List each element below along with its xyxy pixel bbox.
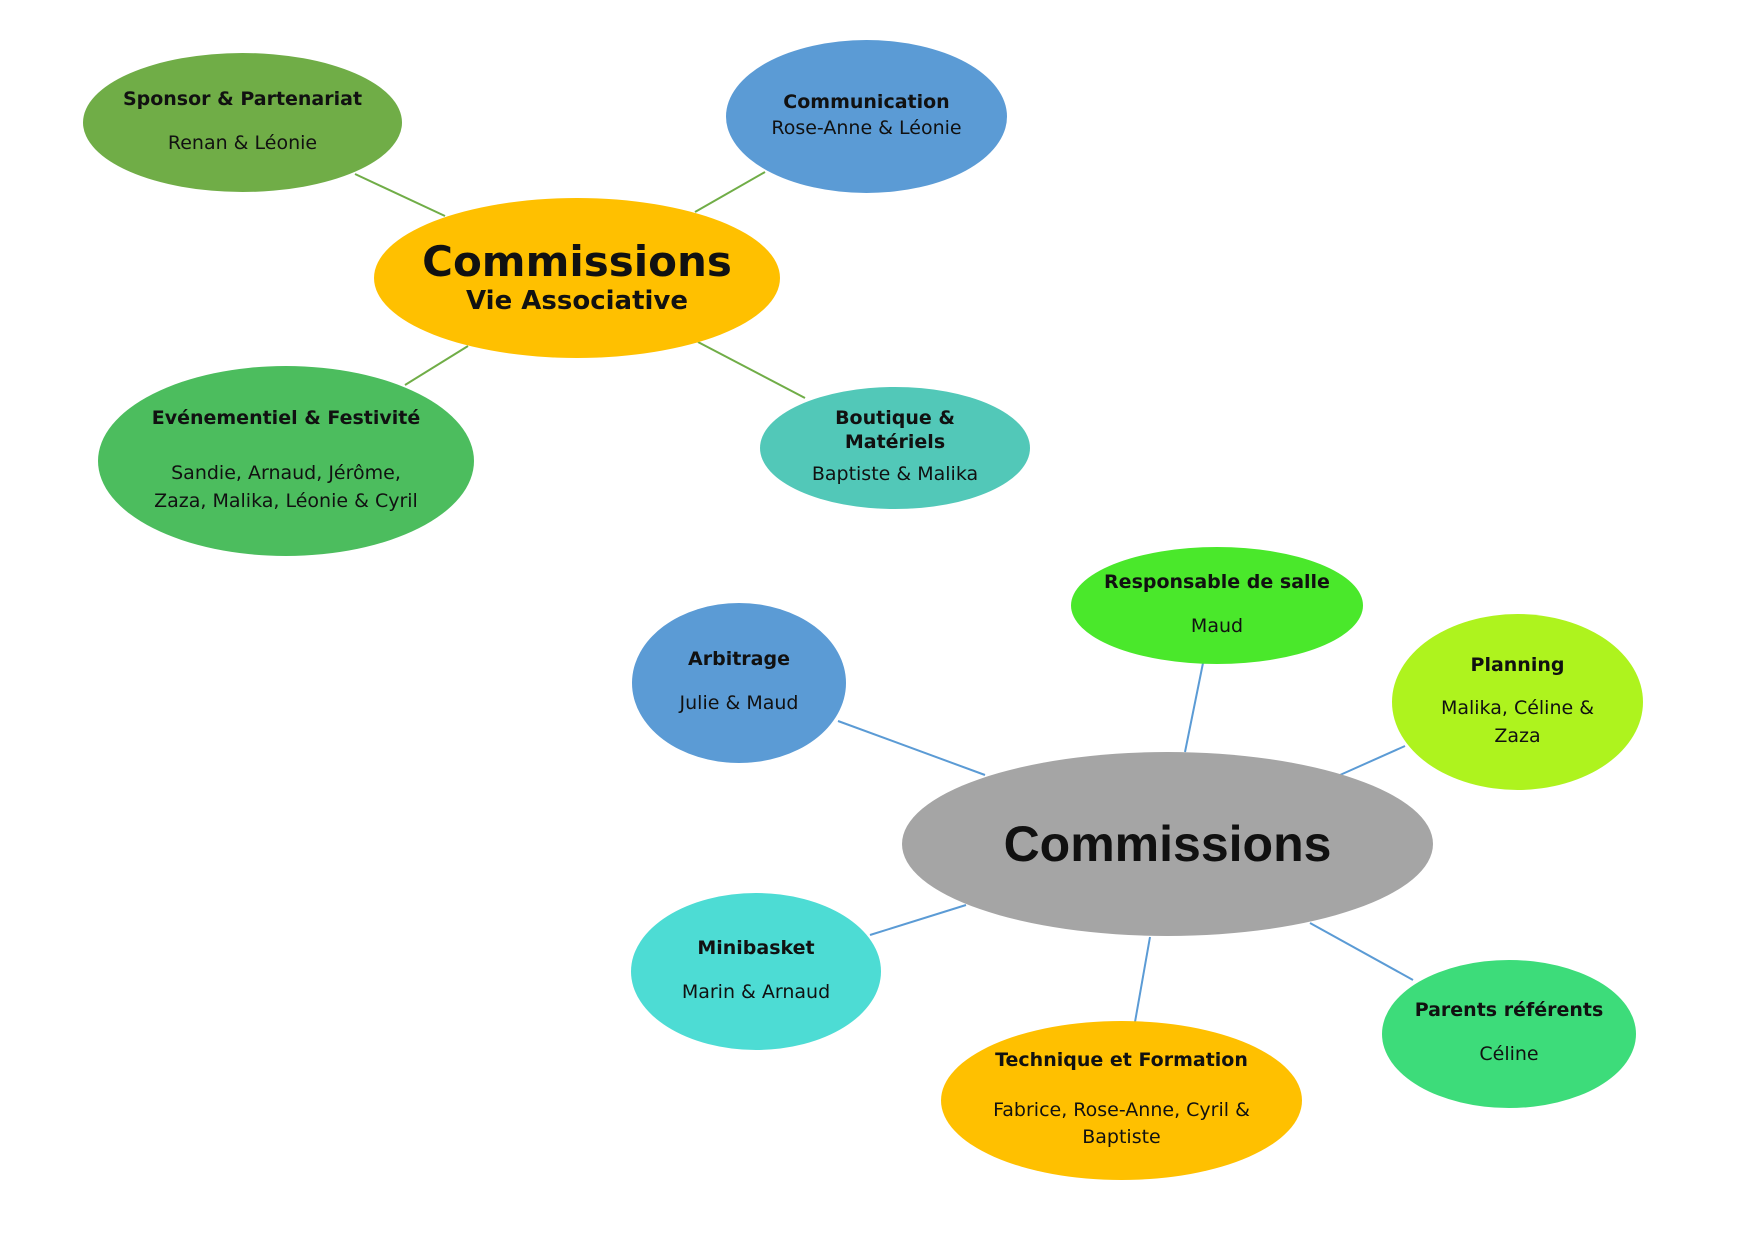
node-technique-title: Technique et Formation: [995, 1049, 1248, 1072]
node-technique-members-2: Baptiste: [1082, 1126, 1161, 1149]
hub-vie-subtitle: Vie Associative: [466, 285, 688, 316]
connector-evenementiel: [404, 345, 469, 386]
node-minibasket[interactable]: Minibasket Marin & Arnaud: [631, 893, 881, 1050]
connector-communication: [694, 171, 766, 213]
node-technique-members-1: Fabrice, Rose-Anne, Cyril &: [993, 1098, 1250, 1121]
node-planning-members-2: Zaza: [1494, 724, 1541, 747]
node-boutique-title-1: Boutique &: [835, 407, 955, 430]
node-arbitrage-title: Arbitrage: [688, 648, 790, 671]
node-sponsor-title: Sponsor & Partenariat: [122, 87, 363, 110]
node-responsable-salle[interactable]: Responsable de salle Maud: [1071, 547, 1363, 664]
node-evenementiel-title: Evénementiel & Festivité: [151, 406, 421, 429]
connector-boutique: [697, 341, 806, 399]
node-parents-referents[interactable]: Parents référents Céline: [1382, 960, 1636, 1108]
hub-vie-associative[interactable]: Commissions Vie Associative: [374, 198, 780, 358]
connector-minibasket: [869, 904, 967, 936]
node-evenementiel-members-2: Zaza, Malika, Léonie & Cyril: [154, 489, 418, 512]
connector-technique: [1134, 936, 1151, 1023]
node-planning-members-1: Malika, Céline &: [1440, 697, 1595, 720]
node-boutique-members: Baptiste & Malika: [811, 462, 979, 485]
node-boutique[interactable]: Boutique & Matériels Baptiste & Malika: [760, 387, 1030, 509]
node-technique-formation[interactable]: Technique et Formation Fabrice, Rose-Ann…: [941, 1021, 1302, 1180]
node-responsable-title: Responsable de salle: [1104, 570, 1330, 593]
node-communication-members: Rose-Anne & Léonie: [771, 116, 962, 139]
connector-responsable: [1184, 662, 1204, 753]
hub-commissions-title: Commissions: [1003, 815, 1332, 872]
node-evenementiel-members-1: Sandie, Arnaud, Jérôme,: [171, 462, 401, 485]
connector-sponsor: [354, 173, 446, 217]
node-sponsor-members: Renan & Léonie: [167, 131, 318, 154]
node-communication-title: Communication: [783, 90, 950, 113]
node-planning[interactable]: Planning Malika, Céline & Zaza: [1392, 614, 1643, 790]
hub-commissions[interactable]: Commissions: [902, 752, 1433, 936]
connector-arbitrage: [837, 720, 986, 776]
node-parents-title: Parents référents: [1414, 999, 1604, 1022]
node-arbitrage[interactable]: Arbitrage Julie & Maud: [632, 603, 846, 763]
node-responsable-members: Maud: [1190, 614, 1244, 637]
node-minibasket-members: Marin & Arnaud: [681, 980, 831, 1003]
node-sponsor[interactable]: Sponsor & Partenariat Renan & Léonie: [83, 53, 402, 192]
node-boutique-title-2: Matériels: [844, 431, 946, 454]
node-parents-members: Céline: [1479, 1043, 1539, 1066]
hub-vie-title: Commissions: [422, 237, 732, 287]
node-planning-title: Planning: [1470, 653, 1565, 676]
connector-planning: [1339, 745, 1406, 776]
node-arbitrage-members: Julie & Maud: [679, 692, 799, 715]
node-communication[interactable]: Communication Rose-Anne & Léonie: [726, 40, 1007, 193]
connector-parents: [1309, 922, 1414, 981]
node-evenementiel[interactable]: Evénementiel & Festivité Sandie, Arnaud,…: [98, 366, 474, 556]
node-minibasket-title: Minibasket: [697, 936, 815, 959]
